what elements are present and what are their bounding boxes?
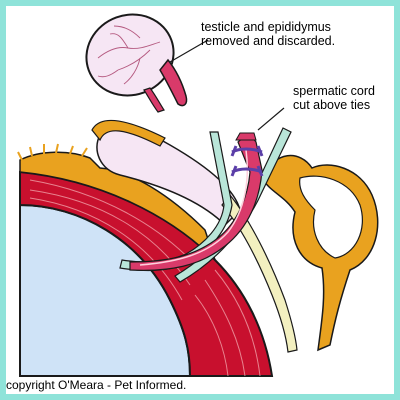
skin-fat-right-inner [299, 175, 363, 259]
ligature-upper [230, 145, 264, 157]
skin-hair-left [17, 143, 88, 161]
testicle-vessels [97, 25, 161, 85]
removed-testicle-icon [85, 13, 188, 113]
cord-cut-end [235, 132, 257, 141]
copyright-notice: copyright O'Meara - Pet Informed. [6, 378, 187, 392]
label-cord-line-2: cut above ties [293, 98, 371, 112]
label-testicle-removed: testicle and epididymus removed and disc… [201, 20, 335, 48]
testicle-leader-line [169, 39, 209, 63]
label-cord-line-1: spermatic cord [293, 84, 375, 98]
label-testicle-line-1: testicle and epididymus [201, 20, 331, 34]
cord-leader-line [257, 107, 285, 131]
cord-vessel-stripe [139, 149, 249, 266]
tunic-fat-rim [91, 119, 166, 147]
epididymus-tail [143, 87, 165, 113]
skin-fat-left [19, 151, 216, 261]
label-testicle-line-2: removed and discarded. [201, 34, 336, 48]
ligature-lower [230, 165, 264, 177]
testicle [85, 13, 175, 97]
label-spermatic-cord: spermatic cord cut above ties [293, 84, 375, 112]
epididymus-stub [159, 58, 188, 107]
